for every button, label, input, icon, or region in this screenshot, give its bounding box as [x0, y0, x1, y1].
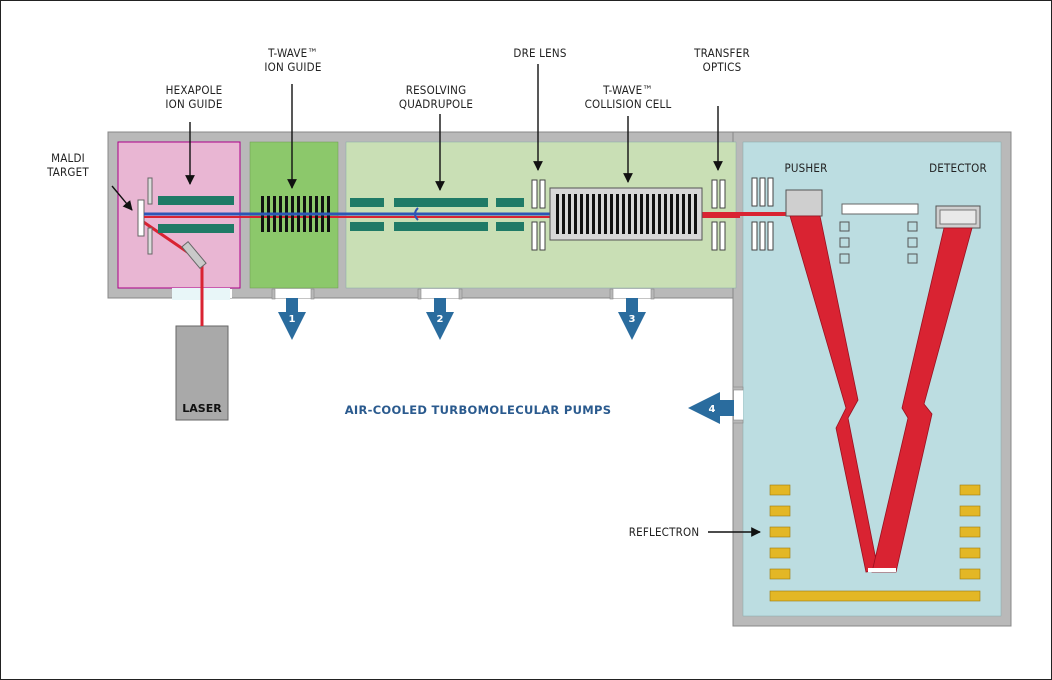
laser-mirror: [181, 240, 207, 270]
pusher-label: PUSHER: [784, 161, 827, 175]
pump-number: 4: [709, 404, 716, 415]
collision-cell-label-2: COLLISION CELL: [585, 97, 672, 111]
laser-box: [175, 325, 229, 421]
extraction-lens: [147, 227, 153, 255]
pump-arrow-1: 1: [278, 298, 306, 340]
detector-label: DETECTOR: [929, 161, 987, 175]
pump-port-baffles: [271, 288, 744, 424]
transfer-optics-label-2: OPTICS: [703, 60, 742, 74]
reflectron-plates: [769, 484, 981, 602]
quadrupole-rods: [350, 198, 524, 231]
maldi-target-label-2: TARGET: [46, 165, 89, 179]
collision-cell-plate: [670, 194, 673, 234]
collision-cell-plate: [676, 194, 679, 234]
collision-cell-plate: [688, 194, 691, 234]
collision-cell-plate: [592, 194, 595, 234]
quadrupole-bracket: [414, 207, 419, 221]
collision-cell-plate: [634, 194, 637, 234]
hexapole-rod: [158, 196, 234, 205]
collision-cell: [549, 187, 703, 241]
resolving-quad-label-2: QUADRUPOLE: [399, 97, 473, 111]
twave-ion-guide-label-2: ION GUIDE: [264, 60, 321, 74]
dre-lens-label: DRE LENS: [513, 46, 566, 60]
pusher: [785, 189, 823, 217]
collision-cell-label-1: T-WAVE™: [602, 83, 653, 97]
collision-cell-plate: [586, 194, 589, 234]
pump-arrow-3: 3: [618, 298, 646, 340]
component-labels: MALDI TARGET HEXAPOLE ION GUIDE T-WAVE™ …: [46, 46, 987, 539]
extraction-lens: [147, 177, 153, 205]
pump-number: 3: [629, 314, 636, 325]
hexapole-rod: [158, 224, 234, 233]
collision-cell-plate: [640, 194, 643, 234]
pump-arrow-4: 4: [688, 392, 734, 424]
dre-lens: [531, 179, 546, 251]
collision-cell-plate: [646, 194, 649, 234]
maldi-target-plate: [137, 199, 145, 237]
pump-number: 2: [437, 314, 444, 325]
hexapole-label-1: HEXAPOLE: [166, 83, 223, 97]
collision-cell-plates: [556, 194, 697, 234]
collision-cell-plate: [562, 194, 565, 234]
pump-number: 1: [289, 314, 296, 325]
collision-cell-plate: [574, 194, 577, 234]
callout-lines: [111, 64, 761, 537]
collision-cell-plate: [604, 194, 607, 234]
resolving-quad-label-1: RESOLVING: [406, 83, 467, 97]
pump-arrow-2: 2: [426, 298, 454, 340]
detector-face: [939, 209, 977, 225]
collision-cell-plate: [652, 194, 655, 234]
collision-cell-plate: [598, 194, 601, 234]
collision-cell-plate: [658, 194, 661, 234]
maldi-target-label-1: MALDI: [51, 151, 85, 165]
tof-ring-electrodes: [839, 221, 918, 264]
tof-grid-bar: [841, 203, 919, 215]
collision-cell-plate: [694, 194, 697, 234]
collision-cell-plate: [580, 194, 583, 234]
transfer-optics-label-1: TRANSFER: [693, 46, 750, 60]
reflectron-turnaround: [868, 568, 896, 572]
collision-cell-plate: [610, 194, 613, 234]
collision-cell-plate: [616, 194, 619, 234]
twave-ion-guide-label-1: T-WAVE™: [267, 46, 318, 60]
laser-label: LASER: [182, 402, 222, 415]
pumps-caption: AIR-COOLED TURBOMOLECULAR PUMPS: [345, 403, 612, 417]
collision-cell-plate: [556, 194, 559, 234]
collision-cell-plate: [628, 194, 631, 234]
collision-cell-plate: [682, 194, 685, 234]
collision-cell-plate: [664, 194, 667, 234]
hexapole-label-2: ION GUIDE: [165, 97, 222, 111]
transfer-optics: [711, 177, 774, 251]
collision-cell-plate: [622, 194, 625, 234]
reflectron-label: REFLECTRON: [629, 525, 700, 539]
collision-cell-plate: [568, 194, 571, 234]
pump-ports: [176, 289, 743, 420]
